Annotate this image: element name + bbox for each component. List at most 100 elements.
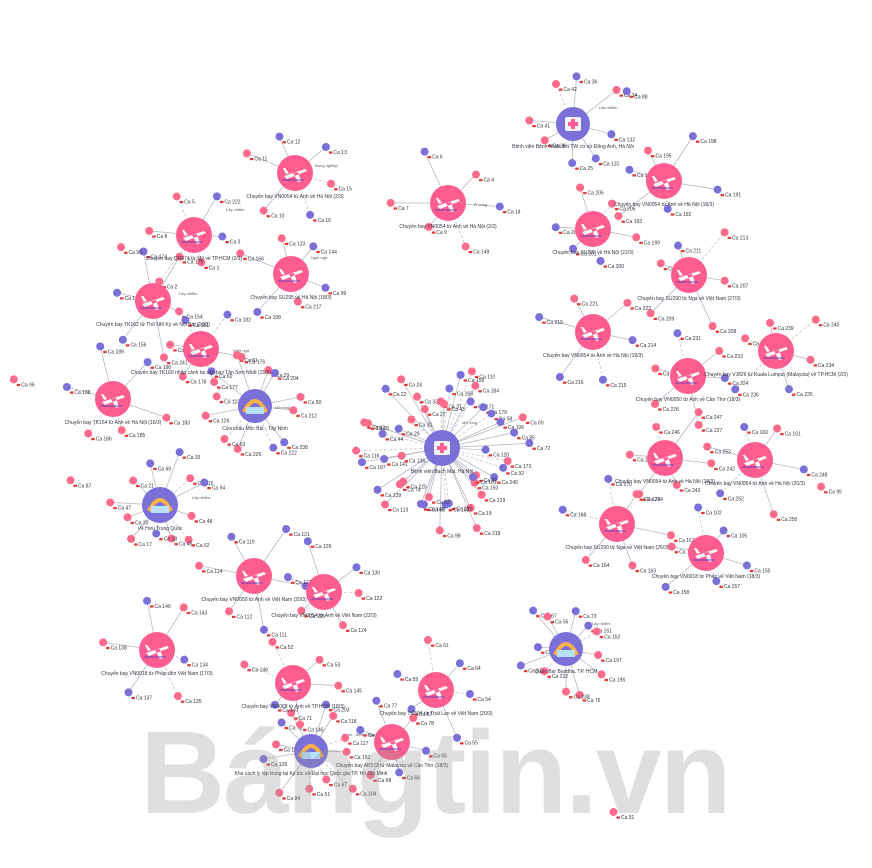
patient-node[interactable] <box>674 241 683 250</box>
patient-node[interactable] <box>628 336 637 345</box>
hub-node-site[interactable]: Về Hưu Trung Quốc <box>138 487 183 532</box>
patient-node[interactable] <box>715 346 724 355</box>
patient-node[interactable] <box>321 283 330 292</box>
patient-node[interactable] <box>220 435 229 444</box>
patient-node[interactable] <box>253 307 262 316</box>
patient-node[interactable] <box>106 498 115 507</box>
patient-node[interactable] <box>143 596 152 605</box>
patient-node[interactable] <box>127 534 136 543</box>
patient-node[interactable] <box>622 87 631 96</box>
patient-node[interactable] <box>372 696 381 705</box>
patient-node[interactable] <box>643 146 652 155</box>
patient-node[interactable] <box>321 700 330 709</box>
patient-node[interactable] <box>167 534 176 543</box>
patient-node[interactable] <box>269 443 278 452</box>
patient-node[interactable] <box>200 478 209 487</box>
patient-node[interactable] <box>576 183 585 192</box>
patient-node[interactable] <box>568 159 577 168</box>
patient-node[interactable] <box>159 353 168 362</box>
hub-node-site[interactable]: Cửa khẩu Mộc Bài - Tây Ninh <box>222 389 288 432</box>
patient-node[interactable] <box>397 375 406 384</box>
hub-node-flight[interactable]: Chuyến bay SU290 từ Nga về Việt Nam (27/… <box>637 257 741 302</box>
patient-node[interactable] <box>420 405 429 414</box>
patient-node[interactable] <box>466 397 475 406</box>
patient-node[interactable] <box>123 513 132 522</box>
hub-node-flight[interactable]: Chuyến bay VN0018 từ Pháp đến Việt Nam (… <box>101 632 213 677</box>
patient-node[interactable] <box>162 413 171 422</box>
patient-node[interactable] <box>289 406 298 415</box>
patient-node[interactable] <box>472 524 481 533</box>
patient-node[interactable] <box>467 367 476 376</box>
patient-node[interactable] <box>708 322 717 331</box>
patient-node[interactable] <box>663 204 672 213</box>
patient-node[interactable] <box>212 192 221 201</box>
patient-node[interactable] <box>784 385 793 394</box>
patient-node[interactable] <box>652 422 661 431</box>
hub-node-flight[interactable]: Chuyến bay VN0068 từ Anh về TP.HCM (18/3… <box>241 665 345 710</box>
patient-node[interactable] <box>354 588 363 597</box>
hub-node-flight[interactable]: Chuyến bay VN0054 từ Anh về Hà Nội (20/3… <box>705 442 805 487</box>
patient-node[interactable] <box>540 667 549 676</box>
patient-node[interactable] <box>766 318 775 327</box>
patient-node[interactable] <box>309 242 318 251</box>
patient-node[interactable] <box>210 377 219 386</box>
patient-node[interactable] <box>178 372 187 381</box>
patient-node[interactable] <box>694 420 703 429</box>
patient-node[interactable] <box>656 259 665 268</box>
patient-node[interactable] <box>672 480 681 489</box>
patient-node[interactable] <box>529 606 538 615</box>
patient-node[interactable] <box>773 424 782 433</box>
patient-node[interactable] <box>481 445 490 454</box>
hub-node-flight[interactable]: Chuyến bay VN0054 từ Anh về Hà Nội (2/3) <box>246 155 344 200</box>
patient-node[interactable] <box>242 149 251 158</box>
patient-node[interactable] <box>667 542 676 551</box>
patient-node[interactable] <box>571 607 580 616</box>
patient-node[interactable] <box>172 192 181 201</box>
patient-node[interactable] <box>487 409 496 418</box>
patient-node[interactable] <box>594 651 603 660</box>
patient-node[interactable] <box>609 807 618 816</box>
hub-node-site[interactable]: Khu cách ly tập trung tại Ký túc xá Đại … <box>235 734 388 777</box>
patient-node[interactable] <box>207 367 216 376</box>
patient-node[interactable] <box>293 297 302 306</box>
patient-node[interactable] <box>719 526 728 535</box>
patient-node[interactable] <box>329 711 338 720</box>
hub-node-flight[interactable]: Chuyến bay VN0054 từ Anh về Hà Nội (18/3… <box>615 440 715 485</box>
patient-node[interactable] <box>720 228 729 237</box>
patient-node[interactable] <box>321 142 330 151</box>
patient-node[interactable] <box>612 85 621 94</box>
patient-node[interactable] <box>499 463 508 472</box>
patient-node[interactable] <box>363 419 372 428</box>
patient-node[interactable] <box>799 465 808 474</box>
patient-node[interactable] <box>237 352 246 361</box>
patient-node[interactable] <box>471 381 480 390</box>
patient-node[interactable] <box>673 329 682 338</box>
patient-node[interactable] <box>456 370 465 379</box>
patient-node[interactable] <box>259 206 268 215</box>
patient-node[interactable] <box>380 454 389 463</box>
patient-node[interactable] <box>435 526 444 535</box>
patient-node[interactable] <box>466 503 475 512</box>
patient-node[interactable] <box>596 256 605 265</box>
patient-node[interactable] <box>259 625 268 634</box>
patient-node[interactable] <box>96 342 105 351</box>
hub-node-flight[interactable]: Chuyến bay SU295 về Hà Nội (22/3) <box>552 211 634 256</box>
patient-node[interactable] <box>275 132 284 141</box>
patient-node[interactable] <box>731 385 740 394</box>
patient-node[interactable] <box>338 621 347 630</box>
hub-node-flight[interactable]: Chuyến bay VN0054 từ Anh về Việt Nam (22… <box>271 574 377 619</box>
patient-node[interactable] <box>597 670 606 679</box>
patient-node[interactable] <box>471 170 480 179</box>
patient-node[interactable] <box>352 446 361 455</box>
patient-node[interactable] <box>651 364 660 373</box>
patient-node[interactable] <box>561 687 570 696</box>
patient-node[interactable] <box>543 612 552 621</box>
patient-node[interactable] <box>518 413 527 422</box>
patient-node[interactable] <box>607 130 616 139</box>
patient-node[interactable] <box>212 392 221 401</box>
patient-node[interactable] <box>422 746 431 755</box>
hub-node-flight[interactable]: Chuyến bay TK162 từ Thổ Nhĩ Kỳ về Nội Bà… <box>96 283 210 328</box>
patient-node[interactable] <box>282 525 291 534</box>
patient-node[interactable] <box>413 392 422 401</box>
patient-node[interactable] <box>424 222 433 231</box>
